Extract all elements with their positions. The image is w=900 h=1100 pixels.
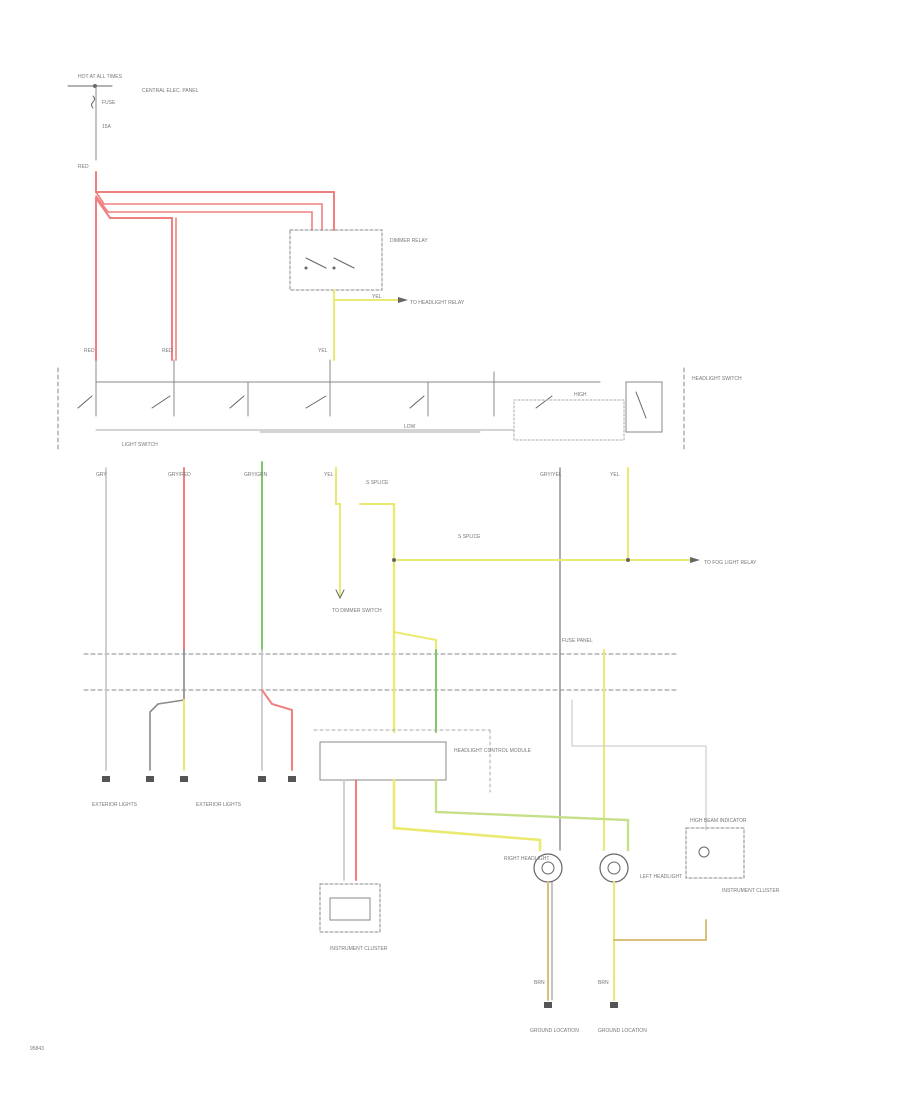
- splice-dot: [392, 558, 396, 562]
- brn-label-2: BRN: [598, 980, 609, 986]
- ground-symbols: [102, 776, 296, 782]
- fuse-block: [67, 84, 113, 161]
- switch-output-wires: [105, 461, 691, 652]
- relay-out-arrow: [398, 297, 408, 303]
- brn-label-1: BRN: [534, 980, 545, 986]
- instrument-cluster-right: [685, 827, 745, 879]
- light-switch-label: LIGHT SWITCH: [122, 442, 158, 448]
- instr-cluster-label-2: INSTRUMENT CLUSTER: [722, 888, 780, 894]
- left-hl-label: LEFT HEADLIGHT: [640, 874, 682, 880]
- instrument-cluster-left: [319, 883, 381, 933]
- dimmer-relay-label: DIMMER RELAY: [390, 238, 428, 244]
- high-beam-label: HIGH: [574, 392, 587, 398]
- instr-cluster-label: INSTRUMENT CLUSTER: [330, 946, 388, 952]
- to-fog-label: TO FOG LIGHT RELAY: [704, 560, 757, 566]
- relay-out-tag: YEL: [372, 294, 382, 300]
- indicator-label: HIGH BEAM INDICATOR: [690, 818, 747, 824]
- module-output-wires: [343, 778, 630, 881]
- control-module: [313, 729, 491, 793]
- left-headlight: [599, 853, 707, 1001]
- low-beam-label: LOW: [404, 424, 416, 430]
- switch-col3-label: YEL: [318, 348, 328, 354]
- splice-dot-right: [626, 558, 630, 562]
- fuse-name-label: FUSE: [102, 100, 116, 106]
- fuse-panel-label: CENTRAL ELEC. PANEL: [142, 88, 199, 94]
- ground-arrow: [335, 589, 345, 600]
- wire-red-top-label: RED: [78, 164, 89, 170]
- panel-box-label: HEADLIGHT CONTROL MODULE: [454, 748, 532, 754]
- exterior-lights-label-2: EXTERIOR LIGHTS: [196, 802, 242, 808]
- bottom-grounds: [544, 1002, 618, 1008]
- exterior-lights-label-1: EXTERIOR LIGHTS: [92, 802, 138, 808]
- dimmer-relay: [289, 229, 383, 291]
- wire-e-label: GRY/YEL: [540, 472, 562, 478]
- fuse-top-label: HOT AT ALL TIMES: [78, 74, 123, 80]
- wire-d-label: YEL: [324, 472, 334, 478]
- switch-col1-label: RED: [84, 348, 95, 354]
- wire-b-label: GRY/RED: [168, 472, 191, 478]
- relay-out-wire: [333, 289, 399, 301]
- relay-out-label: TO HEADLIGHT RELAY: [410, 300, 465, 306]
- red-feed-wires: [95, 171, 335, 361]
- fuse-amp-label: 15A: [102, 124, 112, 130]
- switch-col2-label: RED: [162, 348, 173, 354]
- switch-box-label: HEADLIGHT SWITCH: [692, 376, 742, 382]
- headlight-switch: [57, 359, 685, 453]
- fog-arrow: [690, 557, 700, 563]
- right-hl-label: RIGHT HEADLIGHT: [504, 856, 549, 862]
- ground-note-label: TO DIMMER SWITCH: [332, 608, 382, 614]
- splice-top-label: S SPLICE: [366, 480, 389, 486]
- wire-f-label: YEL: [610, 472, 620, 478]
- g1-label: GROUND LOCATION: [530, 1028, 579, 1034]
- connector-label: FUSE PANEL: [562, 638, 593, 644]
- wire-c-label: GRY/GRN: [244, 472, 268, 478]
- right-headlight: [533, 853, 563, 1001]
- page-number: 95843: [30, 1046, 44, 1052]
- splice-mid-label: S SPLICE: [458, 534, 481, 540]
- g2-label: GROUND LOCATION: [598, 1028, 647, 1034]
- wire-a-label: GRY: [96, 472, 107, 478]
